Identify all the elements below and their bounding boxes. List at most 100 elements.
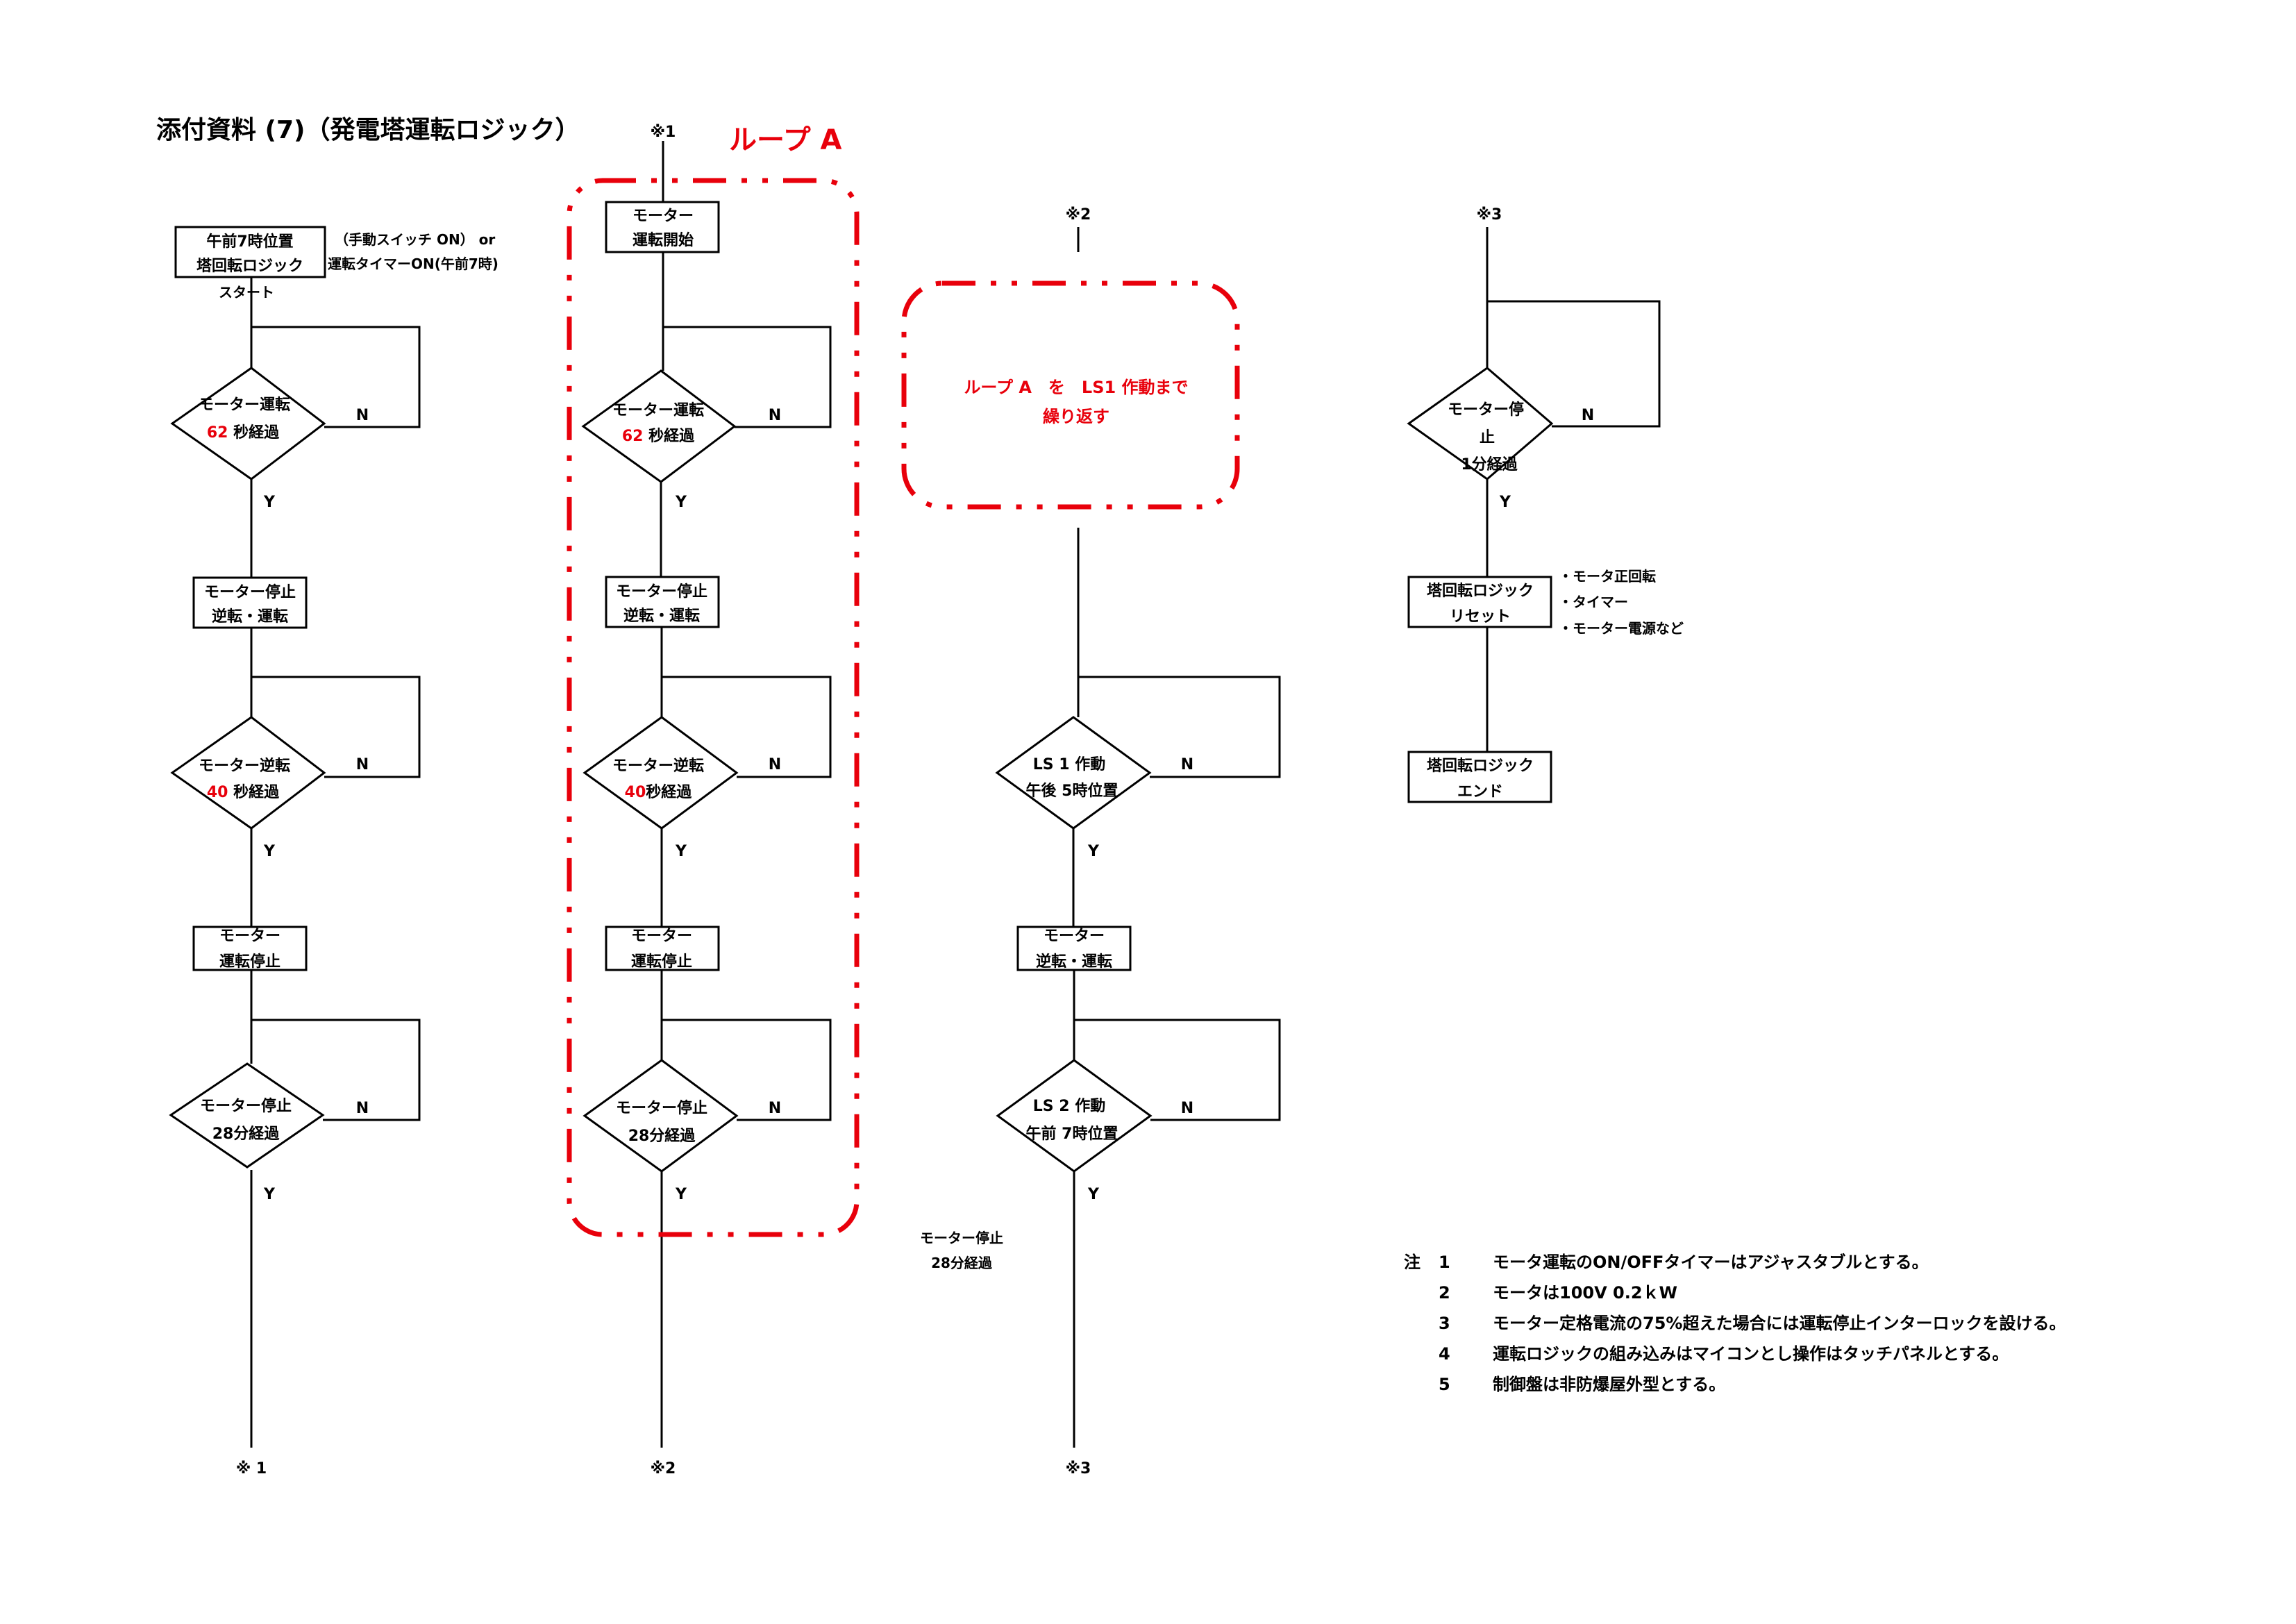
- duration-value: 40: [625, 784, 646, 801]
- decision-time: 1分経過: [1461, 455, 1518, 474]
- process-motor-start: [605, 201, 720, 253]
- yes-label: Y: [263, 494, 276, 511]
- decision-text: モーター停止: [200, 1097, 292, 1115]
- process-line1: モーター停止: [616, 583, 707, 601]
- no-label: N: [1181, 1100, 1193, 1117]
- decision-time: 62 秒経過: [207, 424, 280, 442]
- side-note-line2: 28分経過: [931, 1255, 993, 1271]
- column-1: 午前7時位置 塔回転ロジック （手動スイッチ ON） or 運転タイマーON(午…: [169, 226, 498, 1477]
- duration-value: 62: [207, 424, 228, 442]
- note-text: モータは100V 0.2ｋW: [1493, 1283, 1677, 1303]
- reset-item: ・モータ正回転: [1559, 568, 1656, 585]
- process-line1: モーター: [1044, 928, 1105, 945]
- reset-item: ・タイマー: [1559, 594, 1628, 610]
- column-4: ※3 モーター停 止 1分経過 N Y 塔回転ロジック リセット ・モータ正回転…: [1407, 206, 1684, 803]
- yes-label: Y: [1499, 494, 1511, 511]
- no-loop-line: [1074, 1019, 1281, 1121]
- note-text: 制御盤は非防爆屋外型とする。: [1493, 1375, 1725, 1394]
- process-line2: 運転開始: [632, 231, 694, 249]
- loop-a-title: ループ A: [729, 124, 842, 156]
- decision-text: モーター停止: [616, 1099, 707, 1117]
- no-label: N: [356, 756, 369, 773]
- duration-value: 40: [207, 784, 228, 801]
- yes-label: Y: [675, 494, 687, 511]
- decision-ls2: [996, 1059, 1153, 1173]
- process-stop: [192, 926, 308, 971]
- process-line1: 塔回転ロジック: [1427, 757, 1534, 775]
- start-box-line2: 塔回転ロジック: [196, 257, 303, 275]
- decision-motor-run: [170, 367, 326, 480]
- process-line2: 逆転・運転: [212, 608, 288, 626]
- process-line2: 運転停止: [219, 953, 280, 971]
- process-line1: モーター停止: [204, 583, 296, 601]
- process-line2: 運転停止: [631, 953, 692, 971]
- note-number: 3: [1439, 1314, 1450, 1333]
- no-loop-line: [662, 676, 832, 778]
- process-logic-end: [1407, 751, 1552, 803]
- no-label: N: [769, 756, 781, 773]
- yes-label: Y: [1087, 843, 1100, 860]
- process-line1: モーター: [219, 928, 280, 945]
- process-line2: エンド: [1457, 783, 1503, 801]
- connector-3-end: ※3: [1066, 1460, 1091, 1477]
- decision-time: 28分経過: [212, 1125, 280, 1143]
- loop-repeat-boundary: [901, 281, 1240, 510]
- note-text: モータ運転のON/OFFタイマーはアジャスタブルとする。: [1493, 1253, 1929, 1272]
- decision-time: 40 秒経過: [207, 783, 280, 801]
- connector-1-start: ※1: [651, 124, 676, 141]
- process-stop-reverse: [192, 576, 308, 629]
- yes-label: Y: [675, 1186, 687, 1203]
- process-line2: 逆転・運転: [623, 607, 700, 625]
- no-label: N: [356, 1100, 369, 1117]
- process-line1: 塔回転ロジック: [1427, 582, 1534, 600]
- note-number: 4: [1439, 1344, 1450, 1364]
- loop-repeat-note-line1: ループ A を LS1 作動まで: [964, 378, 1188, 397]
- connector-3-start: ※3: [1477, 206, 1502, 224]
- connector-2-start: ※2: [1066, 206, 1091, 224]
- no-loop-line: [1487, 300, 1661, 428]
- note-number: 1: [1439, 1253, 1450, 1272]
- side-note-line1: モーター停止: [920, 1230, 1003, 1246]
- no-label: N: [769, 1100, 781, 1117]
- no-loop-line: [662, 1019, 832, 1121]
- decision-time: 40秒経過: [625, 783, 693, 801]
- process-line1: モーター: [632, 208, 694, 225]
- trigger-note-line1: （手動スイッチ ON） or: [335, 231, 495, 248]
- start-box-line1: 午前7時位置: [206, 233, 293, 251]
- decision-stop-28min: [169, 1062, 325, 1169]
- yes-label: Y: [263, 843, 276, 860]
- note-text: モーター定格電流の75%超えた場合には運転停止インターロックを設ける。: [1493, 1314, 2065, 1333]
- connector-2-end: ※2: [651, 1460, 676, 1477]
- no-label: N: [1582, 407, 1594, 424]
- decision-text: モーター停: [1448, 401, 1524, 419]
- decision-text: モーター逆転: [199, 757, 290, 775]
- no-label: N: [356, 407, 369, 424]
- no-loop-line: [251, 326, 421, 428]
- note-text: 運転ロジックの組み込みはマイコンとし操作はタッチパネルとする。: [1493, 1344, 2009, 1364]
- decision-text: LS 1 作動: [1033, 756, 1106, 773]
- decision-motor-run: [581, 369, 737, 483]
- process-reverse-run: [1016, 926, 1132, 971]
- note-number: 5: [1439, 1375, 1450, 1394]
- connector-1-end: ※ 1: [236, 1460, 267, 1477]
- note-number: 2: [1439, 1283, 1450, 1303]
- reset-item: ・モーター電源など: [1559, 620, 1684, 637]
- decision-text: 午前 7時位置: [1026, 1125, 1118, 1143]
- duration-value: 62: [622, 428, 644, 445]
- page-title: 添付資料 (7)（発電塔運転ロジック）: [156, 116, 580, 144]
- decision-text: モーター逆転: [612, 757, 704, 775]
- no-loop-line: [663, 326, 832, 428]
- no-label: N: [769, 407, 781, 424]
- decision-text: 午後 5時位置: [1026, 782, 1118, 800]
- process-line1: モーター: [631, 928, 692, 945]
- column-2: ※1 モーター 運転開始 モーター運転 62 秒経過 N Y モーター停止 逆転…: [567, 124, 860, 1477]
- notes-prefix: 注: [1404, 1253, 1421, 1272]
- loop-repeat-note-line2: 繰り返す: [1043, 407, 1109, 426]
- decision-text: 止: [1480, 429, 1495, 446]
- yes-label: Y: [675, 843, 687, 860]
- notes-section: 注 1 モータ運転のON/OFFタイマーはアジャスタブルとする。 2 モータは1…: [1404, 1253, 2065, 1394]
- start-box: [174, 226, 326, 278]
- process-line2: 逆転・運転: [1036, 953, 1112, 971]
- decision-time: 28分経過: [628, 1127, 696, 1145]
- no-loop-line: [251, 676, 421, 778]
